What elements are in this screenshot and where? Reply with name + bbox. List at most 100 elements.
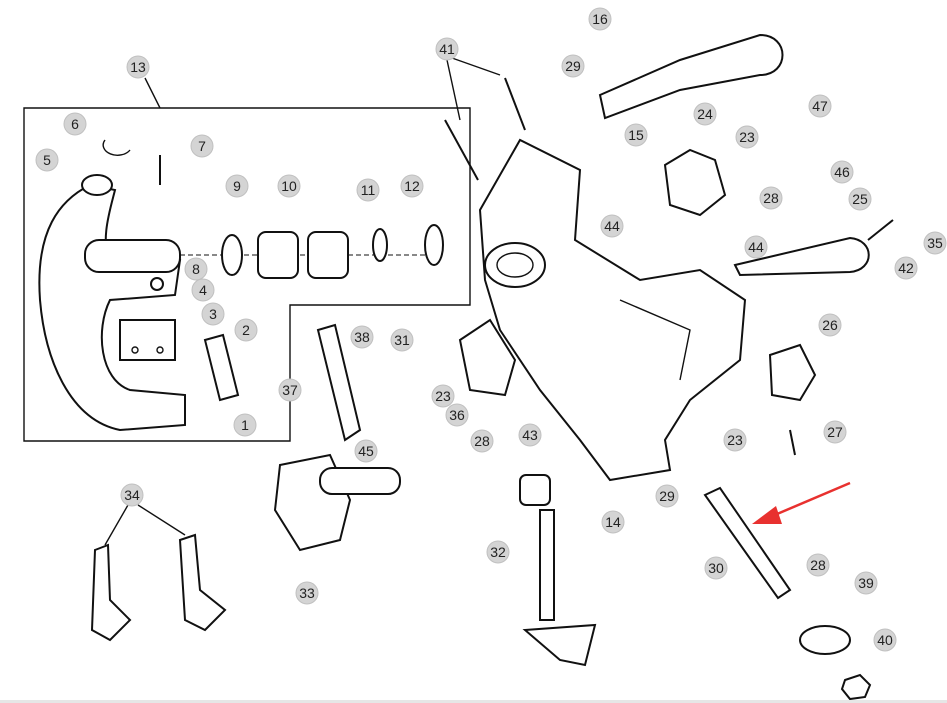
callout-circle — [35, 148, 59, 172]
callout-number: 1 — [241, 417, 249, 433]
callout-43: 43 — [518, 423, 542, 447]
callout-5: 5 — [35, 148, 59, 172]
callout-34: 34 — [120, 483, 144, 507]
callout-number: 12 — [404, 178, 420, 194]
callout-circle — [445, 403, 469, 427]
callout-number: 28 — [810, 557, 826, 573]
callout-number: 28 — [474, 433, 490, 449]
callout-number: 40 — [877, 632, 893, 648]
callout-number: 33 — [299, 585, 315, 601]
callout-28: 28 — [806, 553, 830, 577]
callout-number: 24 — [697, 106, 713, 122]
callout-number: 9 — [233, 178, 241, 194]
callout-number: 14 — [605, 514, 621, 530]
callout-circle — [120, 483, 144, 507]
callout-number: 15 — [628, 127, 644, 143]
callout-33: 33 — [295, 581, 319, 605]
callout-3: 3 — [201, 302, 225, 326]
callout-44: 44 — [744, 235, 768, 259]
callout-circle — [400, 174, 424, 198]
callout-circle — [806, 553, 830, 577]
callout-number: 46 — [834, 164, 850, 180]
callout-number: 5 — [43, 152, 51, 168]
callout-circle — [191, 278, 215, 302]
callout-circle — [655, 484, 679, 508]
callout-23: 23 — [431, 384, 455, 408]
callout-10: 10 — [277, 174, 301, 198]
callout-23: 23 — [723, 428, 747, 452]
hook-34b — [178, 533, 227, 632]
pedal-part-5 — [38, 174, 186, 432]
callout-number: 38 — [354, 329, 370, 345]
nut-40 — [840, 673, 872, 701]
callout-28: 28 — [759, 186, 783, 210]
callout-circle — [350, 325, 374, 349]
callout-37: 37 — [278, 378, 302, 402]
bushing-10 — [257, 231, 299, 279]
callout-number: 11 — [361, 182, 376, 198]
callout-circle — [854, 571, 878, 595]
callout-circle — [723, 428, 747, 452]
callout-number: 39 — [858, 575, 874, 591]
callout-circle — [873, 628, 897, 652]
callout-46: 46 — [830, 160, 854, 184]
callout-circle — [818, 313, 842, 337]
callout-circle — [470, 429, 494, 453]
spring-42 — [867, 219, 894, 241]
callout-number: 16 — [592, 11, 608, 27]
shaft-assembly-33 — [273, 453, 401, 552]
callout-circle — [233, 413, 257, 437]
callout-29: 29 — [561, 54, 585, 78]
callout-circle — [431, 384, 455, 408]
callout-circle — [184, 257, 208, 281]
callout-30: 30 — [704, 556, 728, 580]
callout-circle — [435, 37, 459, 61]
callout-number: 29 — [659, 488, 675, 504]
callout-number: 41 — [439, 41, 455, 57]
callout-circle — [518, 423, 542, 447]
callout-circle — [759, 186, 783, 210]
callout-27: 27 — [823, 420, 847, 444]
callout-number: 29 — [565, 58, 581, 74]
callout-36: 36 — [445, 403, 469, 427]
bolt-41b — [504, 77, 526, 131]
callout-31: 31 — [390, 328, 414, 352]
bolt-41a — [444, 119, 479, 181]
callout-26: 26 — [818, 313, 842, 337]
callout-circle — [735, 125, 759, 149]
callout-number: 10 — [281, 178, 297, 194]
callout-1: 1 — [233, 413, 257, 437]
callout-circle — [561, 54, 585, 78]
callout-circle — [354, 439, 378, 463]
callout-number: 37 — [282, 382, 298, 398]
callout-2: 2 — [234, 318, 258, 342]
callout-circle — [295, 581, 319, 605]
callout-44: 44 — [600, 214, 624, 238]
callout-41: 41 — [435, 37, 459, 61]
callout-number: 26 — [822, 317, 838, 333]
lever-16 — [598, 33, 784, 120]
plate-2 — [203, 333, 240, 402]
callout-7: 7 — [190, 134, 214, 158]
callout-15: 15 — [624, 123, 648, 147]
callout-number: 45 — [358, 443, 374, 459]
callout-13: 13 — [126, 55, 150, 79]
callout-circle — [390, 328, 414, 352]
callout-number: 2 — [242, 322, 250, 338]
washer-11 — [372, 228, 388, 262]
callout-16: 16 — [588, 7, 612, 31]
callout-number: 32 — [490, 544, 506, 560]
callout-6: 6 — [63, 112, 87, 136]
callout-40: 40 — [873, 628, 897, 652]
callout-14: 14 — [601, 510, 625, 534]
callout-11: 11 — [356, 178, 380, 202]
callout-number: 25 — [852, 191, 868, 207]
callout-circle — [923, 231, 947, 255]
callout-number: 3 — [209, 306, 217, 322]
callout-number: 44 — [604, 218, 620, 234]
assembly-13-box — [23, 107, 471, 442]
callout-circle — [126, 55, 150, 79]
callout-circle — [278, 378, 302, 402]
gear-24 — [663, 148, 727, 217]
